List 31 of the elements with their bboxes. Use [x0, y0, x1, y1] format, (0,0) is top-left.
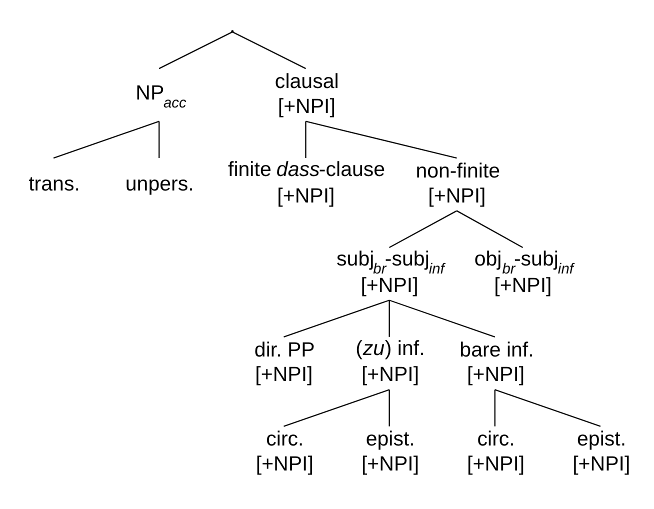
connector	[389, 299, 496, 337]
connector	[388, 300, 390, 336]
node-text: NP$_{acc}$	[136, 81, 186, 112]
node-text: bare inf. [+NPI]	[460, 338, 534, 386]
node-text: unpers.	[125, 172, 194, 196]
connector	[284, 388, 390, 426]
connector	[53, 120, 160, 158]
connector	[389, 210, 458, 248]
node-text: clausal [+NPI]	[274, 69, 339, 118]
connector	[232, 30, 306, 69]
node-text: circ. [+NPI]	[256, 427, 314, 476]
node-text: obj$_{br}$-subj$_{inf}$ [+NPI]	[474, 246, 574, 296]
node-text: dir. PP [+NPI]	[254, 338, 315, 386]
connector	[158, 120, 160, 158]
node-text: circ. [+NPI]	[467, 427, 525, 476]
connector	[388, 389, 390, 426]
node-text: finite dass-clause [+NPI]	[228, 157, 386, 207]
connector	[158, 30, 233, 69]
node-point	[231, 30, 234, 32]
node-text: epist. [+NPI]	[361, 427, 420, 476]
node-text: trans.	[28, 172, 80, 196]
connector	[494, 388, 601, 426]
node-text: non-finite [+NPI]	[416, 158, 500, 207]
connector	[456, 210, 524, 248]
connector	[494, 389, 496, 426]
connector	[306, 120, 457, 158]
node-text: subj$_{br}$-subj$_{inf}$ [+NPI]	[336, 246, 444, 296]
connector	[305, 120, 306, 158]
node-text: (zu) inf. [+NPI]	[356, 336, 425, 386]
connector	[284, 299, 390, 337]
node-text: epist. [+NPI]	[572, 427, 630, 476]
